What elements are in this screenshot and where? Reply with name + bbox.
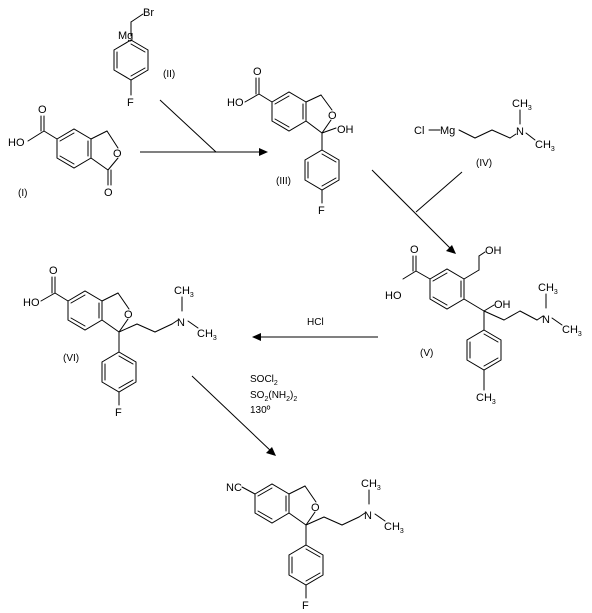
atom-n: N [364, 510, 372, 522]
label-V: (V) [420, 348, 433, 359]
compound-II: Mg Br F (II) [113, 7, 175, 109]
atom-oh-top: OH [485, 245, 502, 257]
atom-cl: Cl [414, 125, 424, 137]
atom-o: O [253, 66, 262, 78]
label-I: (I) [18, 188, 27, 199]
atom-mg: Mg [440, 125, 455, 137]
compound-IV: Cl Mg N CH3 CH3 (IV) [414, 98, 555, 169]
atom-n: N [516, 126, 524, 138]
methyl-ring: CH3 [476, 392, 496, 406]
methyl-bottom: CH3 [562, 324, 582, 338]
atom-br: Br [143, 7, 154, 19]
atom-f: F [318, 205, 325, 217]
compound-product: NC O N CH3 CH3 F [226, 478, 404, 612]
atom-f: F [127, 97, 134, 109]
reagent-socl2: SOCl2 [250, 374, 278, 387]
compound-VI: O HO O N CH3 CH3 F (VI) [23, 265, 217, 419]
atom-o-ring: O [124, 309, 133, 321]
methyl-bottom: CH3 [535, 139, 555, 153]
atom-o: O [38, 104, 47, 116]
arrow-step-1 [140, 99, 268, 156]
atom-o-ring: O [328, 110, 337, 122]
atom-o-ring: O [311, 502, 320, 514]
arrow-step-2 [371, 169, 463, 254]
atom-oh: OH [337, 124, 354, 136]
atom-ho: HO [385, 290, 402, 302]
methyl-top: CH3 [174, 285, 194, 299]
atom-mg: Mg [118, 30, 133, 42]
compound-V: O HO OH OH N CH3 CH3 CH3 (V) [385, 244, 582, 406]
methyl-top: CH3 [361, 478, 381, 492]
label-III: (III) [276, 176, 291, 187]
methyl-top: CH3 [512, 98, 532, 112]
atom-f: F [115, 407, 122, 419]
reagent-temp: 130º [250, 405, 271, 416]
atom-n: N [177, 317, 185, 329]
atom-o-ring: O [113, 148, 122, 160]
atom-o-keto: O [104, 187, 113, 199]
label-IV: (IV) [476, 158, 492, 169]
arrow-step-4: SOCl2 SO2(NH2)2 130º [191, 374, 297, 456]
methyl-bottom: CH3 [384, 521, 404, 535]
label-VI: (VI) [63, 353, 79, 364]
atom-ho: HO [23, 297, 40, 309]
atom-oh-mid: OH [494, 299, 511, 311]
atom-ho: HO [8, 137, 25, 149]
atom-f: F [302, 600, 309, 612]
methyl-top: CH3 [538, 282, 558, 296]
compound-III: O HO O OH F (III) [227, 66, 354, 217]
atom-o: O [49, 265, 58, 277]
reagent-so2nh22: SO2(NH2)2 [250, 390, 297, 403]
methyl-bottom: CH3 [197, 328, 217, 342]
compound-I: O HO O O (I) [8, 104, 122, 199]
arrow-step-3: HCl [252, 317, 378, 341]
reagent-hcl: HCl [307, 317, 324, 328]
label-II: (II) [163, 69, 175, 80]
atom-n: N [542, 314, 550, 326]
atom-ho: HO [227, 97, 244, 109]
atom-nc: NC [226, 482, 242, 494]
atom-o: O [410, 244, 419, 256]
